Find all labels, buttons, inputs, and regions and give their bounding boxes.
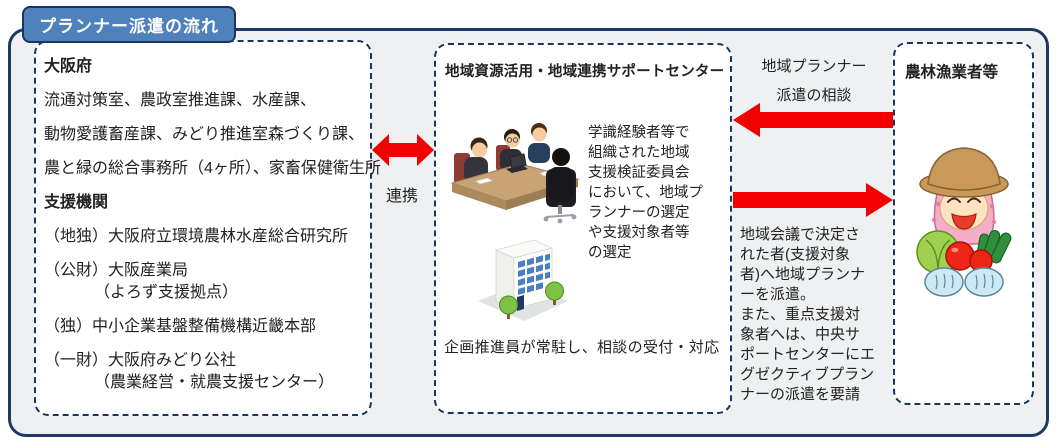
support-org-line: （地独）大阪府立環境農林水産総合研究所 [44,228,349,245]
farmers-header: 農林漁業者等 [905,64,999,81]
consult-arrow-left [733,103,893,137]
osaka-depts-line: 動物愛護畜産課、みどり推進室森づくり課、 [44,126,365,143]
staff-text: 企画推進員が常駐し、相談の受付・対応 [444,339,720,356]
osaka-prefecture-box: 大阪府 流通対策室、農政室推進課、水産課、 動物愛護畜産課、みどり推進室森づくり… [34,40,381,416]
support-org-subline: （よろず支援拠点） [94,284,239,301]
consult-label: 地域プランナー 派遣の相談 [761,58,867,104]
dispatch-note: 地域会議で決定さ れた者(支援対象 者)へ地域プランナ ーを派遣。 また、重点支… [740,226,876,403]
support-orgs-header: 支援機関 [44,194,109,211]
support-org-line: （独）中小企業基盤整備機構近畿本部 [44,318,317,335]
support-center-header: 地域資源活用・地域連携サポートセンター [445,64,725,80]
support-org-line: （一財）大阪府みどり公社 [44,352,237,369]
cooperation-label: 連携 [385,188,418,205]
farmers-box: 農林漁業者等 [893,42,1034,405]
diagram-title: プランナー派遣の流れ [39,17,219,36]
meeting-illustration [450,123,580,224]
diagram-title-badge: プランナー派遣の流れ [22,6,236,43]
osaka-depts-line: 農と緑の総合事務所（4ヶ所）、家畜保健衛生所 [44,160,381,177]
cooperation-double-arrow [372,134,434,166]
office-building-illustration [478,239,568,321]
osaka-depts-line: 流通対策室、農政室推進課、水産課、 [44,92,317,109]
support-org-line: （公財）大阪産業局 [44,262,189,279]
support-center-box: 地域資源活用・地域連携サポートセンター [434,43,732,414]
committee-text: 学識経験者等で 組織された地域 支援検証委員会 において、地域プ ランナーの選定… [588,125,703,261]
farmer-illustration [916,147,1012,297]
support-org-subline: （農業経営・就農支援センター） [94,374,335,391]
dispatch-arrow-right [733,183,893,217]
osaka-header: 大阪府 [44,58,93,75]
